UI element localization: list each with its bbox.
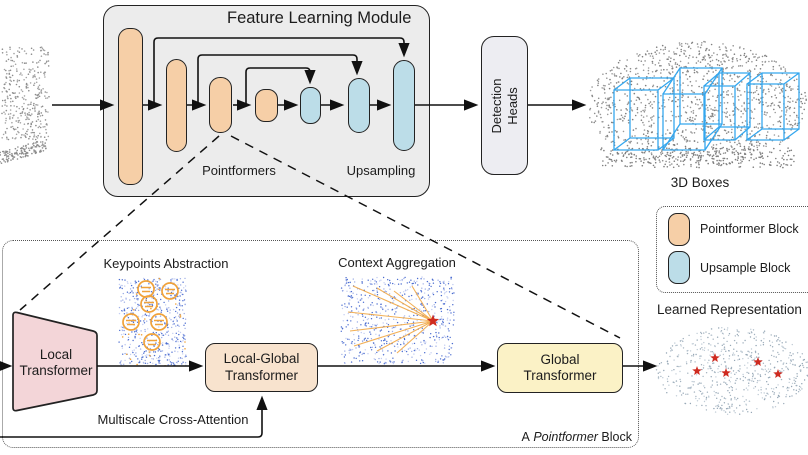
skip-connections bbox=[153, 37, 410, 104]
upsample-block bbox=[393, 60, 415, 151]
3d-boxes-label: 3D Boxes bbox=[670, 175, 730, 190]
global-transformer-box: Global Transformer bbox=[497, 343, 623, 393]
local-transformer-shape bbox=[12, 311, 98, 412]
pointformer-block-detail-box bbox=[2, 240, 639, 448]
dashed-expansion-lines bbox=[19, 135, 621, 339]
legend-upsample-label: Upsample Block bbox=[700, 261, 791, 275]
legend-box bbox=[656, 206, 808, 293]
input-point-cloud bbox=[0, 46, 50, 164]
keypoints-abstraction-label: Keypoints Abstraction bbox=[103, 256, 229, 271]
local-global-transformer-label: Local-Global Transformer bbox=[223, 351, 300, 383]
context-aggregation-label: Context Aggregation bbox=[338, 255, 456, 270]
multiscale-cross-attention-line bbox=[0, 395, 268, 438]
pointformer-block-caption: A Pointformer Block bbox=[498, 430, 632, 444]
keypoints-abstraction-cloud bbox=[118, 277, 187, 367]
pointformer-block-flow-arrows bbox=[0, 360, 658, 438]
context-aggregation-cloud bbox=[340, 276, 455, 365]
legend-pointformer-label: Pointformer Block bbox=[700, 222, 799, 236]
3d-boxes-wireframes bbox=[613, 67, 800, 151]
global-transformer-label: Global Transformer bbox=[523, 351, 597, 383]
pointformers-label: Pointformers bbox=[202, 163, 276, 178]
local-global-transformer-box: Local-Global Transformer bbox=[205, 343, 318, 392]
local-transformer-label: Local Transformer bbox=[19, 347, 93, 379]
learned-representation-cloud bbox=[655, 327, 808, 415]
upsampling-label: Upsampling bbox=[346, 163, 416, 178]
caption-italic: Pointformer bbox=[533, 430, 598, 444]
caption-prefix: A bbox=[521, 430, 534, 444]
pointformer-block bbox=[209, 77, 232, 133]
pointformer-block bbox=[166, 59, 187, 152]
upsample-block bbox=[348, 78, 370, 133]
caption-suffix: Block bbox=[597, 430, 632, 444]
output-point-cloud bbox=[589, 40, 807, 169]
pointformer-block bbox=[118, 28, 143, 185]
multiscale-cross-attention-label: Multiscale Cross-Attention bbox=[97, 412, 249, 427]
legend-pointformer-chip bbox=[668, 213, 690, 246]
module-title: Feature Learning Module bbox=[227, 9, 412, 27]
pointformer-block bbox=[255, 89, 278, 122]
learned-representation-label: Learned Representation bbox=[657, 302, 802, 317]
legend-upsample-chip bbox=[668, 251, 690, 284]
upsample-block bbox=[300, 87, 321, 124]
detection-heads-box: Detection Heads bbox=[481, 36, 528, 175]
